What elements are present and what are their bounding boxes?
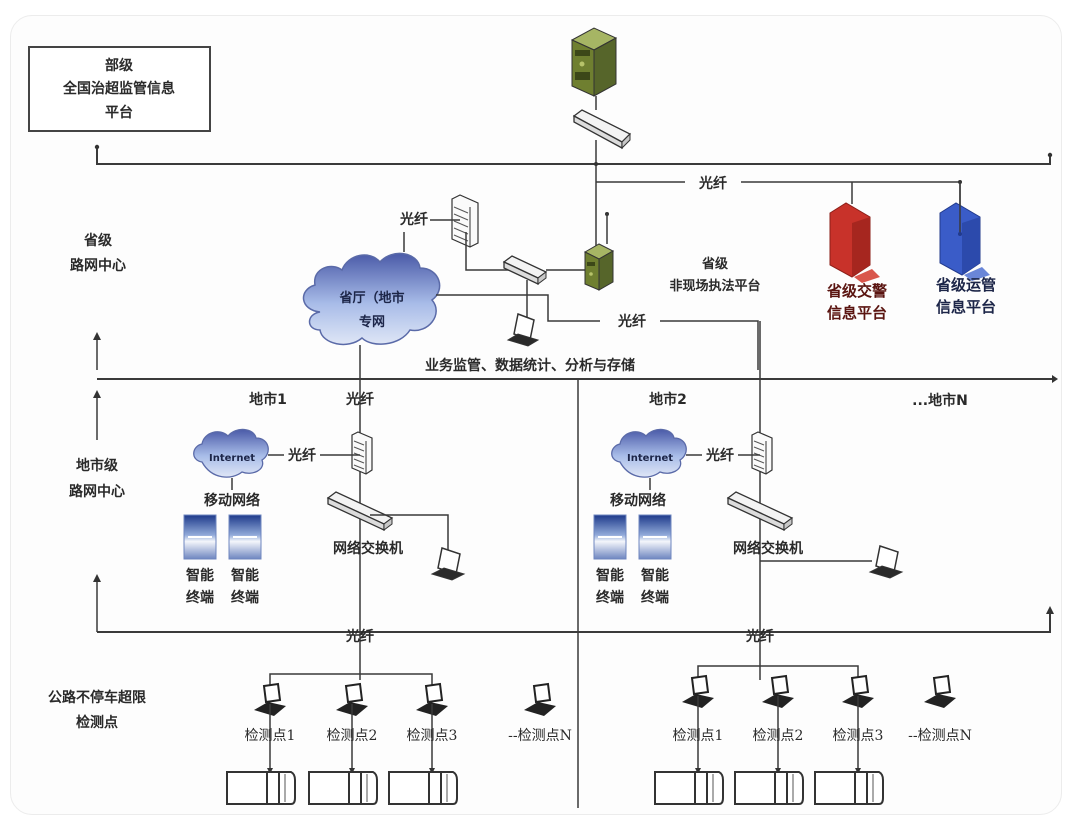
business-bar-label: 业务监管、数据统计、分析与存储 xyxy=(425,357,635,374)
ministry-label-3: 平台 xyxy=(105,104,133,121)
city-laptop-icon xyxy=(868,545,904,579)
checkpoint-level-label-2: 检测点 xyxy=(76,714,118,731)
city-laptop-icon xyxy=(430,547,466,581)
city-name-label: 地市1 xyxy=(249,391,287,408)
smart-terminal-icon xyxy=(593,514,627,560)
traffic-police-label-2: 信息平台 xyxy=(827,304,887,322)
provincial-switch-icon xyxy=(502,255,548,286)
city-switch-label: 网络交换机 xyxy=(333,540,403,557)
ministry-platform-box: 部级 全国治超监管信息 平台 xyxy=(28,46,211,132)
truck-icon xyxy=(308,771,378,805)
internet-cloud-label: Internet xyxy=(209,453,255,464)
traffic-police-label-1: 省级交警 xyxy=(826,282,887,300)
national-server-icon xyxy=(570,27,618,97)
fiber-label-checkpoints: 光纤 xyxy=(345,628,374,645)
internet-cloud-icon: Internet xyxy=(611,428,687,478)
smart-terminal-icon xyxy=(183,514,217,560)
smart-terminal-label-2: 终端 xyxy=(186,589,214,606)
provincial-level-label-2: 路网中心 xyxy=(70,257,126,274)
ministry-label-2: 全国治超监管信息 xyxy=(62,80,175,97)
provincial-private-network-cloud: 省厅（地市 专网 xyxy=(302,252,441,346)
city-firewall-icon xyxy=(751,431,773,475)
truck-icon xyxy=(734,771,804,805)
smart-terminal-label-1: 智能 xyxy=(230,567,259,584)
enforcement-server-icon xyxy=(583,243,615,291)
municipal-level-label-2: 路网中心 xyxy=(69,483,125,500)
city-name-label: 地市2 xyxy=(649,391,687,408)
smart-terminal-icon xyxy=(638,514,672,560)
fiber-label-enforcement: 光纤 xyxy=(617,313,646,330)
transport-label-2: 信息平台 xyxy=(936,298,996,316)
truck-icon xyxy=(654,771,724,805)
diagram-card xyxy=(10,15,1062,815)
fiber-label-internet: 光纤 xyxy=(705,447,734,464)
traffic-police-platform-server-icon xyxy=(829,202,880,283)
transport-label-1: 省级运管 xyxy=(935,276,996,294)
provincial-firewall-icon xyxy=(451,194,479,248)
internet-cloud-icon: Internet xyxy=(193,428,269,478)
transport-platform-server-icon xyxy=(939,202,990,281)
smart-terminal-label-2: 终端 xyxy=(231,589,259,606)
city-firewall-icon xyxy=(351,431,373,475)
municipal-bus-line xyxy=(97,612,1051,633)
smart-terminal-icon xyxy=(228,514,262,560)
truck-icon xyxy=(388,771,458,805)
checkpoint-label: --检测点N xyxy=(908,728,972,744)
city-n-label: ...地市N xyxy=(912,392,968,409)
fiber-label-top: 光纤 xyxy=(698,175,727,192)
ministry-label-1: 部级 xyxy=(105,57,134,74)
national-switch-icon xyxy=(572,109,632,150)
city-switch-icon xyxy=(726,491,794,532)
internet-cloud-label: Internet xyxy=(627,453,673,464)
city-switch-label: 网络交换机 xyxy=(733,540,803,557)
city-switch-icon xyxy=(326,491,394,532)
provincial-laptop-icon xyxy=(506,312,540,347)
checkpoint-computer-icon xyxy=(524,682,556,716)
smart-terminal-label-2: 终端 xyxy=(641,589,669,606)
smart-terminal-label-1: 智能 xyxy=(595,567,624,584)
enforcement-label-2: 非现场执法平台 xyxy=(669,278,760,294)
mobile-network-label: 移动网络 xyxy=(610,492,666,509)
checkpoint-level-label-1: 公路不停车超限 xyxy=(48,689,146,706)
smart-terminal-label-1: 智能 xyxy=(185,567,214,584)
cloud-label-2: 专网 xyxy=(359,314,385,330)
fiber-label-checkpoints: 光纤 xyxy=(745,628,774,645)
ministry-backbone-line xyxy=(96,148,1051,165)
cloud-label-1: 省厅（地市 xyxy=(338,290,404,306)
enforcement-label-1: 省级 xyxy=(701,256,729,272)
smart-terminal-label-2: 终端 xyxy=(596,589,624,606)
checkpoint-computer-icon xyxy=(254,682,286,716)
checkpoint-label: --检测点N xyxy=(508,728,572,744)
truck-icon xyxy=(814,771,884,805)
fiber-label-firewall: 光纤 xyxy=(399,211,428,228)
provincial-level-label-1: 省级 xyxy=(83,232,113,249)
checkpoint-computer-icon xyxy=(924,674,956,708)
mobile-network-label: 移动网络 xyxy=(204,492,260,509)
smart-terminal-label-1: 智能 xyxy=(640,567,669,584)
fiber-label-city-uplink: 光纤 xyxy=(345,391,374,408)
truck-icon xyxy=(226,771,296,805)
fiber-label-internet: 光纤 xyxy=(287,447,316,464)
municipal-level-label-1: 地市级 xyxy=(76,457,119,474)
